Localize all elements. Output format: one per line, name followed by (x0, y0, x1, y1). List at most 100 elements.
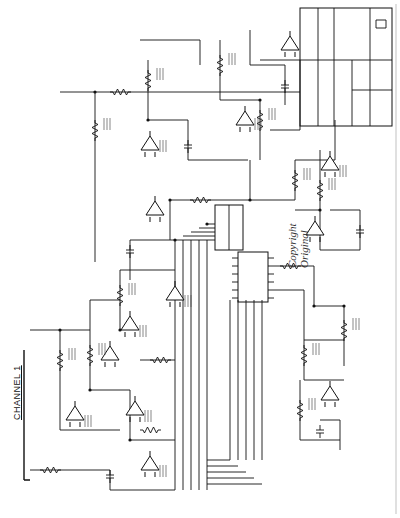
junction-dot (88, 388, 91, 391)
capacitors (126, 245, 134, 258)
resistors (145, 70, 151, 91)
junction-dot (168, 198, 171, 201)
designator-mark (99, 343, 100, 355)
resistors (110, 89, 131, 95)
watermark-text: Copyright (286, 223, 298, 268)
resistors (150, 357, 171, 363)
capacitors (281, 80, 289, 93)
designator-mark (105, 343, 106, 355)
channel-label: CHANNEL 1 (12, 365, 22, 420)
designator-mark (110, 118, 111, 130)
wires (24, 4, 396, 514)
designator-mark (75, 348, 76, 360)
designator-mark (309, 398, 310, 410)
junction-dot (118, 328, 121, 331)
designator-mark (316, 343, 317, 355)
designator-mark (146, 325, 147, 337)
opamps (121, 311, 139, 337)
opamps (66, 31, 339, 477)
opamps (146, 196, 164, 222)
bus-wire (175, 240, 207, 490)
resistors (140, 427, 161, 433)
ic-package (238, 252, 268, 302)
resistors (301, 345, 307, 366)
designator-mark (163, 465, 164, 477)
junction-dot (128, 438, 131, 441)
designator-mark (359, 318, 360, 330)
designator-mark (269, 108, 270, 120)
junction-dot (146, 118, 149, 121)
designator-mark (307, 168, 308, 180)
resistors (317, 180, 323, 201)
connector-divider (229, 205, 230, 250)
signal-wire (140, 30, 335, 240)
opamps (66, 401, 84, 427)
title-block-lines (300, 8, 392, 126)
opamps (141, 131, 159, 157)
junction-dot (318, 208, 321, 211)
junction-dot (205, 222, 208, 225)
opamps (101, 341, 119, 367)
designator-mark (102, 343, 103, 355)
designator-mark (356, 318, 357, 330)
designator-mark (104, 118, 105, 130)
opamps (281, 31, 299, 57)
title-logo (376, 20, 386, 28)
resistors (57, 350, 63, 371)
designator-mark (160, 140, 161, 152)
resistors (92, 120, 98, 141)
designator-mark (163, 140, 164, 152)
capacitors (316, 425, 324, 438)
resistors (40, 55, 347, 473)
designator-mark (166, 140, 167, 152)
designator-mark (258, 118, 259, 130)
junction-dot (248, 198, 251, 201)
junction-dot (173, 238, 176, 241)
designator-mark (343, 165, 344, 177)
designator-mark (72, 348, 73, 360)
designator-mark (148, 410, 149, 422)
bus-wire (175, 224, 215, 240)
signal-wire (30, 330, 175, 490)
designator-mark (69, 348, 70, 360)
opamps (321, 151, 339, 177)
designator-mark (166, 465, 167, 477)
opamps (126, 396, 144, 422)
designator-mark (107, 118, 108, 130)
designator-mark (255, 118, 256, 130)
designator-mark (304, 168, 305, 180)
designator-mark (232, 53, 233, 65)
designator-mark (135, 283, 136, 295)
opamps (141, 451, 159, 477)
signal-wire (300, 380, 340, 450)
designator-mark (329, 178, 330, 190)
opamps (321, 381, 339, 407)
connector-block (215, 205, 243, 250)
resistors (117, 285, 123, 306)
title-block (300, 8, 392, 126)
designator-mark (145, 410, 146, 422)
designator-mark (163, 68, 164, 80)
watermark-text: Original (298, 230, 310, 268)
resistors (217, 55, 223, 76)
designator-mark (312, 398, 313, 410)
designator-mark (151, 410, 152, 422)
designator-mark (140, 325, 141, 337)
page-border (396, 4, 397, 514)
resistors (257, 110, 263, 131)
capacitors (106, 80, 364, 483)
designator-mark (88, 415, 89, 427)
signal-wire (274, 266, 344, 380)
designator-mark (229, 53, 230, 65)
ic-pins (232, 258, 274, 298)
designator-mark (313, 343, 314, 355)
opamps (236, 106, 254, 132)
designator-mark (132, 283, 133, 295)
junction-dot (258, 98, 261, 101)
resistors (297, 400, 303, 421)
resistors (190, 197, 211, 203)
designator-mark (335, 178, 336, 190)
junction-dot (342, 304, 345, 307)
